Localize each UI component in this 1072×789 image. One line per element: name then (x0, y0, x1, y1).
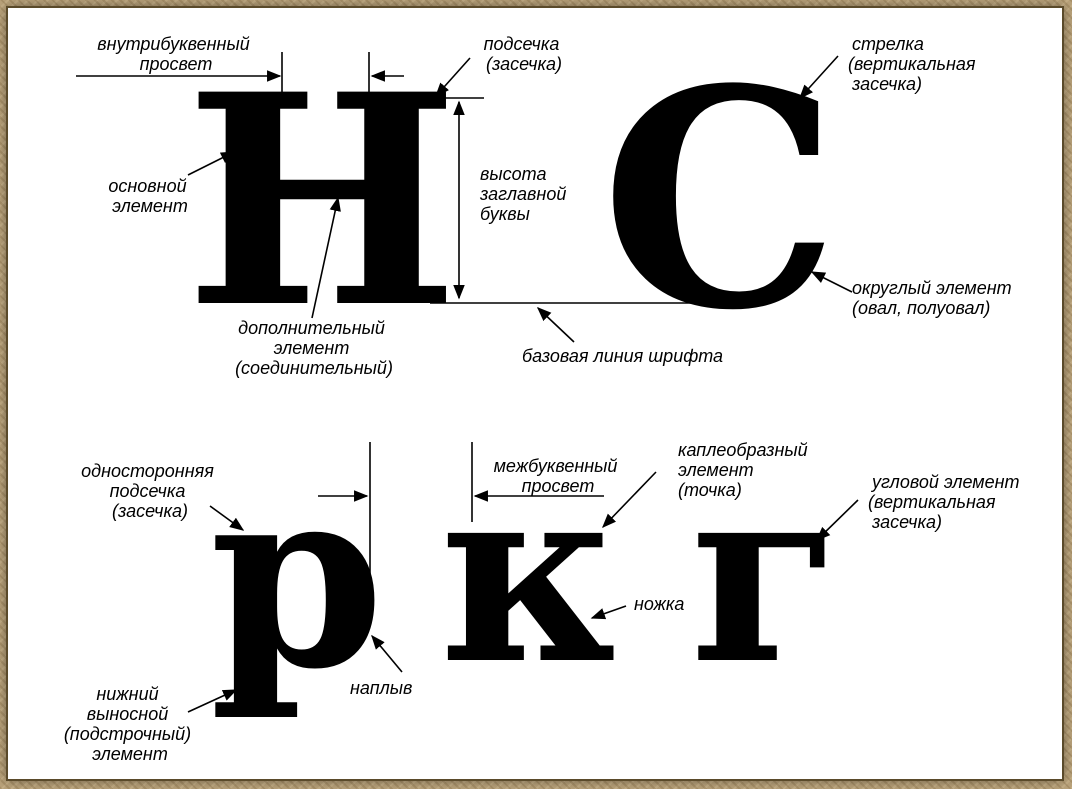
arrow-serif (435, 57, 471, 98)
label-main-stroke: основной элемент (108, 176, 191, 216)
label-cap-height: высота заглавной буквы (479, 164, 571, 224)
arrow-bulge (371, 634, 403, 673)
arrow-drop (602, 471, 657, 529)
label-leg: ножка (634, 594, 684, 614)
label-serif: подсечка (засечка) (484, 34, 565, 74)
letter-k: к (440, 430, 617, 718)
letter-C: С (601, 23, 840, 376)
letter-H: Н (185, 32, 459, 372)
label-round-element: округлый элемент (овал, полуовал) (852, 278, 1017, 318)
label-inner-gap: внутрибуквенный просвет (97, 34, 254, 74)
label-baseline: базовая линия шрифта (522, 346, 723, 366)
letter-g: г (690, 430, 840, 718)
label-descender: нижний выносной (подстрочный) элемент (64, 684, 196, 764)
arrow-corner (815, 499, 859, 542)
arrow-leg (590, 605, 627, 620)
arrow-main-stroke (187, 151, 236, 176)
label-arrow-serif: стрелка (вертикальная засечка) (848, 34, 981, 94)
arrow-one-sided-serif (209, 505, 245, 531)
arrow-round (810, 271, 853, 293)
arrow-baseline (536, 307, 575, 343)
arrow-descender (187, 689, 238, 713)
label-one-sided-serif: односторонняя подсечка (засечка) (81, 461, 219, 521)
diagram-board (8, 8, 1062, 779)
arrow-extra-element (311, 196, 341, 319)
letter-p: р (210, 430, 385, 724)
label-drop-element: каплеобразный элемент (точка) (678, 440, 813, 500)
arrow-arrowserif (799, 55, 839, 100)
label-corner-element: угловой элемент (вертикальная засечка) (868, 472, 1025, 532)
label-bulge: наплыв (350, 678, 412, 698)
label-letter-gap: межбуквенный просвет (494, 456, 623, 496)
label-extra-element: дополнительный элемент (соединительный) (235, 318, 393, 378)
